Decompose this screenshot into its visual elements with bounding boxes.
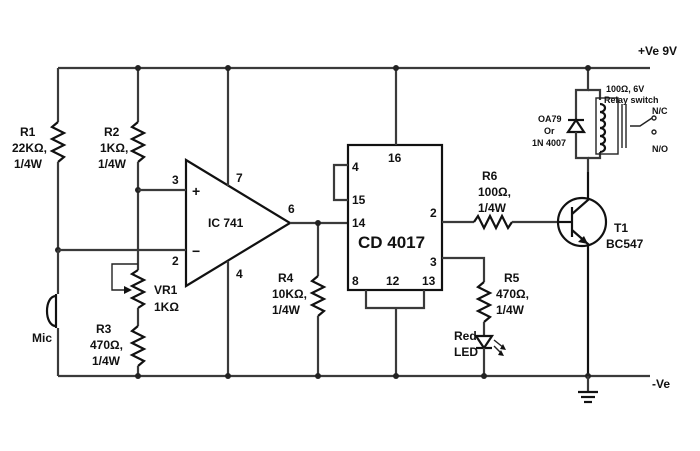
resistor-r4 — [309, 223, 327, 376]
opamp-plus-sign: + — [192, 183, 200, 199]
diode-label-or: Or — [544, 126, 555, 136]
counter-pin-14: 14 — [352, 216, 366, 230]
transistor-type: BC547 — [606, 237, 644, 251]
vr1-name: VR1 — [154, 283, 178, 297]
resistor-r6 — [442, 213, 558, 231]
resistor-r3 — [129, 308, 147, 376]
r1-rating: 1/4W — [14, 157, 43, 171]
resistor-r1 — [49, 68, 67, 250]
potentiometer-vr1 — [111, 263, 147, 309]
junction-dot — [315, 220, 321, 226]
counter-label: CD 4017 — [358, 233, 425, 252]
diode-icon — [565, 68, 590, 172]
junction-dot — [135, 373, 141, 379]
r3-value: 470Ω, — [90, 338, 123, 352]
junction-dot — [135, 65, 141, 71]
resistor-r5 — [442, 256, 493, 336]
counter-pin-3: 3 — [430, 255, 437, 269]
relay-label-rating: 100Ω, 6V — [606, 84, 644, 94]
junction-dot — [481, 373, 487, 379]
r3-name: R3 — [96, 322, 112, 336]
r6-name: R6 — [482, 169, 498, 183]
junction-dot — [225, 373, 231, 379]
mic-label: Mic — [32, 331, 52, 345]
opamp-pin-7: 7 — [236, 171, 243, 185]
led-label-type: LED — [454, 345, 478, 359]
r6-value: 100Ω, — [478, 185, 511, 199]
opamp-label: IC 741 — [208, 216, 244, 230]
relay-label-type: Relay switch — [604, 95, 659, 105]
r3-rating: 1/4W — [92, 354, 121, 368]
opamp-pin-6: 6 — [288, 202, 295, 216]
vr1-value: 1KΩ — [154, 300, 179, 314]
diode-label-alt: 1N 4007 — [532, 138, 566, 148]
r5-rating: 1/4W — [496, 303, 525, 317]
counter-pin-4: 4 — [352, 160, 359, 174]
r5-value: 470Ω, — [496, 287, 529, 301]
r4-value: 10KΩ, — [272, 287, 307, 301]
junction-dot — [315, 373, 321, 379]
r5-name: R5 — [504, 271, 520, 285]
negative-rail-label: -Ve — [652, 377, 670, 391]
counter-pin-12: 12 — [386, 274, 400, 288]
resistor-r2 — [129, 68, 147, 270]
r2-value: 1KΩ, — [100, 141, 128, 155]
r1-name: R1 — [20, 125, 36, 139]
r2-rating: 1/4W — [98, 157, 127, 171]
junction-dot — [393, 373, 399, 379]
opamp-pin-2: 2 — [172, 254, 179, 268]
junction-dot — [585, 65, 591, 71]
mic-icon — [45, 294, 58, 328]
counter-pin-8: 8 — [352, 274, 359, 288]
opamp-minus-sign: − — [192, 243, 200, 259]
ground-icon — [578, 376, 598, 404]
counter-cd4017 — [332, 68, 444, 376]
opamp-pin-3: 3 — [172, 173, 179, 187]
relay-label-nc: N/C — [652, 106, 668, 116]
relay-switch — [588, 88, 657, 160]
r2-name: R2 — [104, 125, 120, 139]
positive-rail-label: +Ve 9V — [638, 44, 677, 58]
junction-dot — [393, 65, 399, 71]
opamp-pin-4: 4 — [236, 267, 243, 281]
counter-pin-15: 15 — [352, 193, 366, 207]
r4-rating: 1/4W — [272, 303, 301, 317]
r6-rating: 1/4W — [478, 201, 507, 215]
relay-label-no: N/O — [652, 144, 668, 154]
led-icon — [473, 334, 506, 376]
transistor-name: T1 — [614, 221, 628, 235]
junction-dot — [225, 65, 231, 71]
r4-name: R4 — [278, 271, 294, 285]
opamp-ic741 — [58, 68, 348, 376]
r1-value: 22KΩ, — [12, 141, 47, 155]
counter-pin-13: 13 — [422, 274, 436, 288]
diode-label-type: OA79 — [538, 114, 562, 124]
counter-pin-16: 16 — [388, 151, 402, 165]
led-label-color: Red — [454, 329, 477, 343]
counter-pin-2: 2 — [430, 206, 437, 220]
transistor-t1 — [556, 172, 608, 376]
